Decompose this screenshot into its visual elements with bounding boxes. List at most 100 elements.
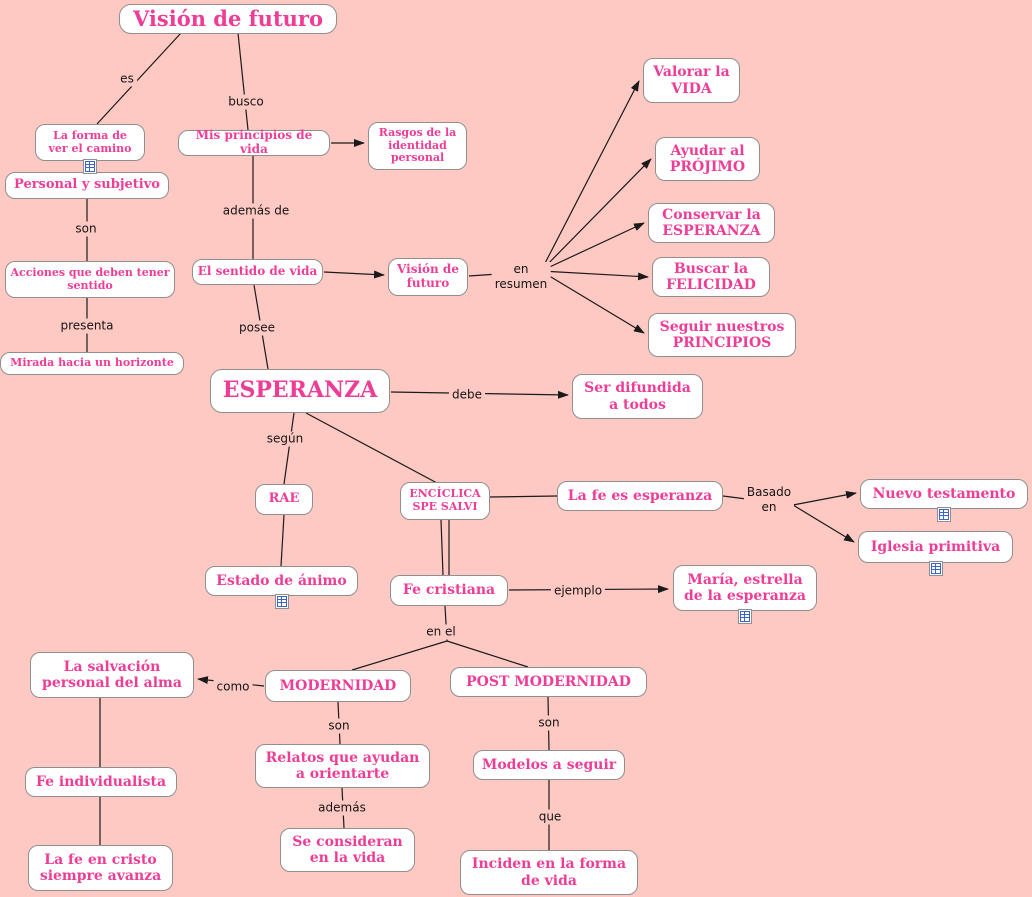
concept-node-label: Buscar la FELICIDAD: [666, 260, 756, 293]
concept-node-label: La fe en cristo siempre avanza: [39, 851, 162, 884]
concept-node-enciclica-spe-salvi[interactable]: ENCÍCLICA SPE SALVI: [400, 482, 490, 520]
link-label-en-el[interactable]: en el: [423, 624, 459, 640]
link-label-son-3[interactable]: son: [535, 715, 563, 731]
link-label-en-resumen[interactable]: en resumen: [491, 262, 551, 292]
concept-node-seguir-nuestros-principios[interactable]: Seguir nuestros PRINCIPIOS: [648, 313, 796, 357]
link-label-busco[interactable]: busco: [225, 94, 267, 110]
link-label-que[interactable]: que: [535, 809, 565, 825]
concept-node-vision-de-futuro-small[interactable]: Visión de futuro: [388, 258, 468, 296]
concept-node-label: La fe es esperanza: [567, 487, 713, 504]
connector-line: [280, 514, 285, 567]
concept-node-vision-de-futuro-title[interactable]: Visión de futuro: [119, 4, 337, 34]
connector-line: [792, 490, 857, 506]
concept-node-el-sentido-de-vida[interactable]: El sentido de vida: [192, 259, 323, 285]
connector-line: [792, 504, 855, 543]
concept-node-estado-de-animo[interactable]: Estado de ánimo: [205, 566, 358, 596]
concept-node-label: Visión de futuro: [133, 5, 323, 31]
concept-node-label: Estado de ánimo: [216, 572, 347, 589]
concept-node-maria-estrella-de-la-esperanza[interactable]: María, estrella de la esperanza: [673, 565, 817, 611]
concept-node-label: Relatos que ayudan a orientarte: [265, 749, 420, 782]
concept-node-post-modernidad[interactable]: POST MODERNIDAD: [450, 667, 647, 697]
link-label-basado-en[interactable]: Basado en: [743, 485, 795, 515]
concept-node-mirada-hacia-un-horizonte[interactable]: Mirada hacia un horizonte: [0, 352, 184, 375]
link-label-ejemplo[interactable]: ejemplo: [550, 583, 606, 599]
connector-line: [96, 32, 182, 125]
connector-line: [351, 640, 448, 671]
connector-line: [540, 158, 652, 272]
concept-node-label: Rasgos de la identidad personal: [378, 126, 457, 165]
link-label-presenta[interactable]: presenta: [57, 318, 117, 334]
link-label-posee[interactable]: posee: [236, 320, 278, 336]
link-label-debe[interactable]: debe: [449, 387, 485, 403]
concept-node-modernidad[interactable]: MODERNIDAD: [265, 670, 411, 702]
concept-node-relatos-que-ayudan-a-orientarte[interactable]: Relatos que ayudan a orientarte: [255, 744, 430, 788]
link-label-como[interactable]: como: [213, 679, 253, 695]
concept-node-la-salvacion-personal-del-alma[interactable]: La salvación personal del alma: [30, 652, 194, 698]
connector-line: [489, 495, 558, 498]
concept-node-label: POST MODERNIDAD: [466, 673, 631, 690]
resource-icon[interactable]: [738, 609, 752, 624]
concept-node-modelos-a-seguir[interactable]: Modelos a seguir: [473, 750, 625, 780]
concept-node-personal-y-subjetivo[interactable]: Personal y subjetivo: [5, 172, 169, 199]
concept-node-label: Iglesia primitiva: [870, 538, 1001, 555]
concept-node-label: Conservar la ESPERANZA: [662, 206, 761, 239]
concept-node-esperanza[interactable]: ESPERANZA: [210, 369, 390, 413]
connector-line: [540, 222, 645, 272]
link-label-es[interactable]: es: [117, 71, 137, 87]
concept-node-label: Fe individualista: [35, 773, 167, 790]
concept-node-label: Ser difundida a todos: [584, 380, 691, 413]
concept-node-conservar-la-esperanza[interactable]: Conservar la ESPERANZA: [648, 203, 775, 243]
concept-node-nuevo-testamento[interactable]: Nuevo testamento: [860, 479, 1028, 509]
concept-node-label: RAE: [268, 491, 300, 507]
concept-node-mis-principios-de-vida[interactable]: Mis principios de vida: [178, 128, 330, 156]
concept-node-rae[interactable]: RAE: [255, 484, 313, 515]
concept-node-inciden-en-la-forma-de-vida[interactable]: Inciden en la forma de vida: [460, 850, 638, 895]
resource-icon[interactable]: [928, 561, 943, 576]
concept-node-label: La salvación personal del alma: [42, 658, 182, 691]
concept-node-label: Mis principios de vida: [195, 128, 313, 156]
concept-node-acciones-que-deben-tener-sentido[interactable]: Acciones que deben tener sentido: [5, 261, 175, 298]
connector-line: [323, 270, 385, 279]
concept-node-fe-cristiana[interactable]: Fe cristiana: [390, 575, 508, 606]
concept-node-label: Fe cristiana: [402, 582, 496, 599]
concept-node-la-fe-en-cristo-siempre-avanza[interactable]: La fe en cristo siempre avanza: [28, 845, 173, 891]
connector-line: [540, 270, 649, 281]
concept-node-label: Se consideran en la vida: [292, 833, 403, 866]
link-label-son-2[interactable]: son: [325, 718, 353, 734]
concept-node-label: MODERNIDAD: [279, 677, 397, 694]
resource-icon[interactable]: [274, 594, 289, 609]
concept-node-label: Visión de futuro: [397, 262, 459, 290]
concept-node-buscar-la-felicidad[interactable]: Buscar la FELICIDAD: [652, 257, 770, 297]
concept-node-iglesia-primitiva[interactable]: Iglesia primitiva: [858, 531, 1013, 563]
link-label-son-1[interactable]: son: [72, 221, 100, 237]
concept-node-label: Acciones que deben tener sentido: [10, 265, 170, 292]
concept-node-label: Ayudar al PRÓJIMO: [669, 142, 746, 175]
link-label-ademas-de[interactable]: además de: [219, 203, 293, 219]
connector-line: [283, 412, 295, 485]
concept-node-label: María, estrella de la esperanza: [684, 571, 806, 604]
resource-icon[interactable]: [83, 159, 97, 174]
concept-node-label: Inciden en la forma de vida: [471, 856, 627, 889]
concept-node-se-consideran-en-la-vida[interactable]: Se consideran en la vida: [280, 828, 415, 872]
connector-line: [446, 640, 529, 668]
concept-node-label: La forma de ver el camino: [48, 128, 132, 155]
link-label-segun[interactable]: según: [263, 431, 307, 447]
concept-node-ayudar-al-projimo[interactable]: Ayudar al PRÓJIMO: [655, 137, 760, 181]
connector-line: [237, 32, 249, 131]
concept-node-label: Nuevo testamento: [872, 485, 1016, 502]
concept-node-label: Personal y subjetivo: [14, 177, 160, 193]
concept-node-fe-individualista[interactable]: Fe individualista: [25, 767, 177, 797]
concept-node-label: ESPERANZA: [222, 377, 378, 404]
connector-line: [540, 270, 645, 334]
concept-node-label: Mirada hacia un horizonte: [10, 356, 174, 370]
concept-node-valorar-la-vida[interactable]: Valorar la VIDA: [643, 58, 740, 103]
concept-node-la-fe-es-esperanza[interactable]: La fe es esperanza: [557, 481, 723, 511]
concept-node-rasgos-de-la-identidad-personal[interactable]: Rasgos de la identidad personal: [368, 122, 467, 170]
concept-node-label: ENCÍCLICA SPE SALVI: [409, 487, 481, 513]
concept-node-la-forma-de-ver-el-camino[interactable]: La forma de ver el camino: [35, 124, 145, 161]
resource-icon[interactable]: [937, 507, 951, 522]
concept-node-ser-difundida-a-todos[interactable]: Ser difundida a todos: [572, 374, 703, 419]
link-label-ademas[interactable]: además: [315, 800, 369, 816]
concept-node-label: Modelos a seguir: [481, 756, 617, 773]
